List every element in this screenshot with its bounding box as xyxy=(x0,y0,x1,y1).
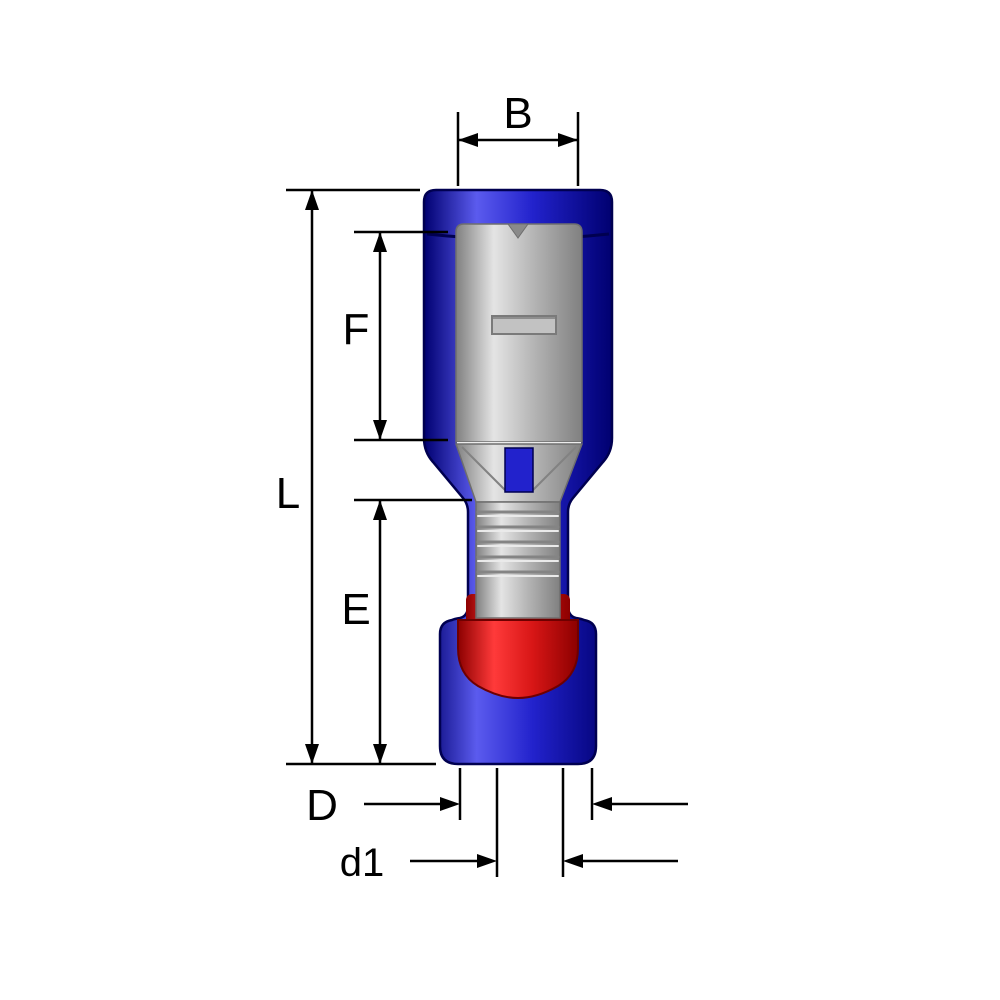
dim-b-arrow-right xyxy=(558,133,578,147)
dim-e-label: E xyxy=(341,585,370,634)
dim-f-arrow-top xyxy=(373,232,387,252)
funnel-shade-right xyxy=(532,446,577,491)
crimp-serrations xyxy=(476,510,560,577)
terminal-body xyxy=(422,188,614,766)
contact-window xyxy=(504,447,534,493)
dim-d-label: D xyxy=(306,781,338,830)
dimension-L: L xyxy=(276,188,436,766)
dim-d1-label: d1 xyxy=(340,841,385,885)
dimension-E: E xyxy=(341,498,472,764)
dimension-B: B xyxy=(456,89,580,186)
dim-d1-arrow-right xyxy=(563,854,583,868)
dimension-D: D xyxy=(306,768,688,830)
dim-b-arrow-left xyxy=(458,133,478,147)
dim-d1-arrow-left xyxy=(477,854,497,868)
receptacle-seam-notch xyxy=(507,223,529,239)
dim-l-label: L xyxy=(276,469,300,518)
dimension-d1: d1 xyxy=(340,768,678,885)
funnel-shade-left xyxy=(461,446,506,491)
dim-e-arrow-bottom xyxy=(373,744,387,764)
dim-b-label: B xyxy=(503,89,532,138)
dim-l-arrow-bottom xyxy=(305,744,319,764)
dim-d-arrow-right xyxy=(592,797,612,811)
dim-l-arrow-top xyxy=(305,190,319,210)
wire-grip-red xyxy=(457,619,579,700)
detent-slot xyxy=(491,315,557,335)
dim-f-label: F xyxy=(343,305,370,354)
dimension-annotations: B L F E xyxy=(276,89,688,885)
dim-f-arrow-bottom xyxy=(373,420,387,440)
dim-d-arrow-left xyxy=(440,797,460,811)
dim-e-arrow-top xyxy=(373,500,387,520)
dimension-F: F xyxy=(343,230,448,442)
